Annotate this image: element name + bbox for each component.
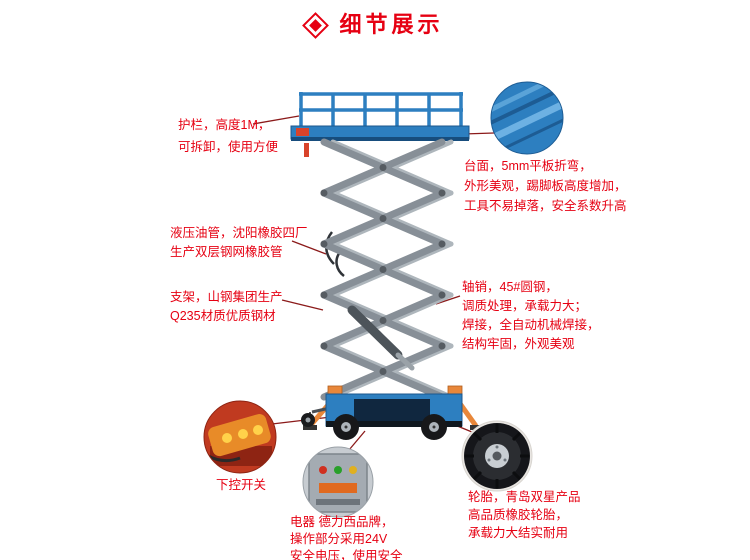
guardrail <box>299 92 463 128</box>
callout-electric-parts: 电器 德力西品牌， 操作部分采用24V 安全电压，使用安全 <box>290 515 403 560</box>
scissor-lift <box>290 92 484 440</box>
hydraulic-cylinder <box>347 305 415 371</box>
callout-hydraulic-hose: 液压油管，沈阳橡胶四厂 生产双层钢网橡胶管 <box>170 226 308 259</box>
callout-support-frame: 支架，山钢集团生产 Q235材质优质钢材 <box>170 290 283 323</box>
callout-platform-surface: 台面，5mm平板折弯， 外形美观，踢脚板高度增加， 工具不易掉落，安全系数升高 <box>464 159 627 213</box>
section-header: 细节展示 <box>0 8 750 42</box>
callout-lower-control-switch: 下控开关 <box>216 478 267 492</box>
axle-pins <box>320 164 446 375</box>
platform-detail-photo <box>490 81 564 155</box>
platform-deck <box>290 125 470 157</box>
chassis <box>311 393 463 427</box>
callout-guardrail: 护栏，高度1M， 可拆卸，使用方便 <box>178 118 279 154</box>
wheels <box>301 413 447 440</box>
scissor-arms-back <box>330 139 454 400</box>
callout-tire: 轮胎，青岛双星产品 高品质橡胶轮胎， 承载力大结实耐用 <box>468 490 581 540</box>
tire-detail-photo <box>461 420 533 492</box>
page-title: 细节展示 <box>339 12 444 37</box>
callout-axle-pin: 轴销，45#圆钢， 调质处理，承载力大； 焊接，全自动机械焊接， 结构牢固，外观… <box>462 280 600 351</box>
control-box-detail-photo <box>302 446 374 518</box>
remote-control-detail-photo <box>203 400 277 474</box>
